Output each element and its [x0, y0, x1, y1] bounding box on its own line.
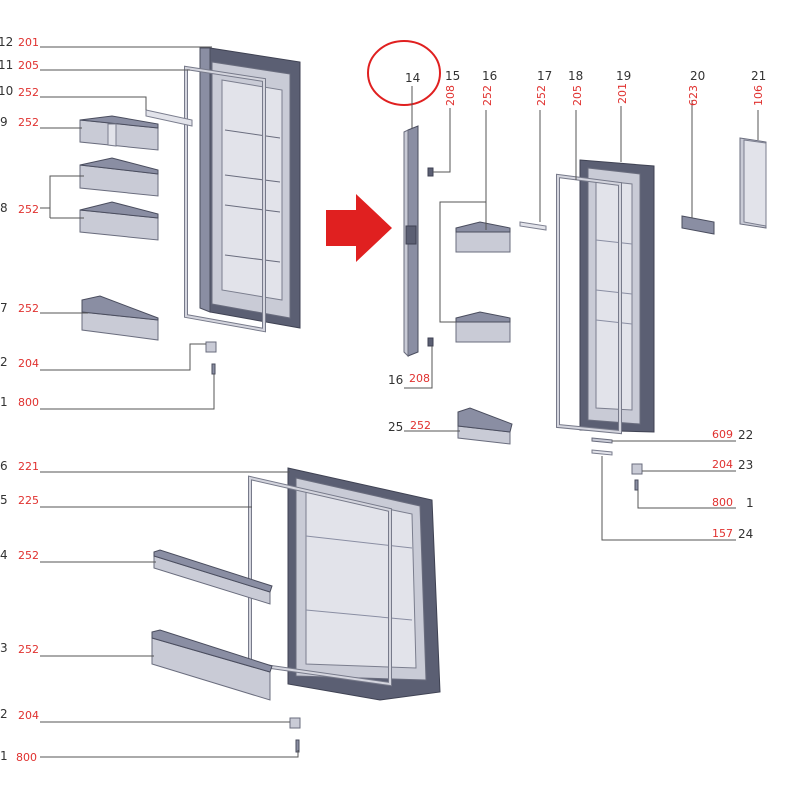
part-code: 221 [18, 460, 39, 473]
callout-number: 1 [0, 395, 8, 409]
part-code: 204 [712, 458, 733, 471]
part-code: 204 [18, 709, 39, 722]
callout-number: 8 [0, 201, 8, 215]
part-code: 201 [616, 83, 629, 104]
part-code: 800 [18, 396, 39, 409]
callout-number: 17 [537, 69, 552, 83]
part-code: 252 [18, 203, 39, 216]
part-code: 205 [18, 59, 39, 72]
part-code: 800 [712, 496, 733, 509]
part-code: 252 [18, 302, 39, 315]
callout-number: 3 [0, 641, 8, 655]
callout-number: 14 [405, 71, 420, 85]
callout-number: 12 [0, 35, 13, 49]
callout-number: 15 [445, 69, 460, 83]
callout-number: 5 [0, 493, 8, 507]
part-code: 252 [18, 116, 39, 129]
callout-number: 21 [751, 69, 766, 83]
part-code: 208 [444, 85, 457, 106]
labels-left: 12 201 11 205 10 252 9 252 8 252 7 252 2… [0, 35, 39, 764]
callout-number: 2 [0, 355, 8, 369]
part-code: 252 [410, 419, 431, 432]
leader-lines [40, 46, 759, 758]
callout-number: 2 [0, 707, 8, 721]
labels-right-lower: 16 208 25 252 609 22 204 23 800 1 157 24 [388, 372, 754, 541]
part-code: 204 [18, 357, 39, 370]
part-code: 205 [571, 85, 584, 106]
part-code: 252 [535, 85, 548, 106]
lower-door-assembly [151, 467, 441, 753]
part-code: 609 [712, 428, 733, 441]
callout-number: 16 [482, 69, 497, 83]
part-code: 252 [18, 86, 39, 99]
callout-number: 24 [738, 527, 753, 541]
part-code: 252 [481, 85, 494, 106]
callout-number: 11 [0, 58, 13, 72]
callout-number: 1 [746, 496, 754, 510]
callout-number: 22 [738, 428, 753, 442]
part-code: 623 [687, 85, 700, 106]
part-code: 201 [18, 36, 39, 49]
callout-number: 16 [388, 373, 403, 387]
part-code: 225 [18, 494, 39, 507]
callout-number: 4 [0, 548, 8, 562]
part-code: 800 [16, 751, 37, 764]
callout-number: 23 [738, 458, 753, 472]
callout-number: 20 [690, 69, 705, 83]
part-code: 252 [18, 643, 39, 656]
labels-right-top: 14 15 208 16 252 17 252 18 205 19 201 20… [405, 69, 766, 106]
red-right-arrow-icon [326, 194, 392, 262]
part-code: 208 [409, 372, 430, 385]
callout-number: 9 [0, 115, 8, 129]
highlight-circle [367, 40, 441, 106]
callout-number: 25 [388, 420, 403, 434]
callout-number: 19 [616, 69, 631, 83]
upper-door-assembly [79, 47, 301, 375]
callout-number: 1 [0, 749, 8, 763]
callout-number: 7 [0, 301, 8, 315]
callout-number: 10 [0, 84, 13, 98]
part-code: 252 [18, 549, 39, 562]
callout-number: 18 [568, 69, 583, 83]
part-code: 157 [712, 527, 733, 540]
part-code: 106 [752, 85, 765, 106]
exploded-door-assembly [403, 125, 767, 491]
callout-number: 6 [0, 459, 8, 473]
